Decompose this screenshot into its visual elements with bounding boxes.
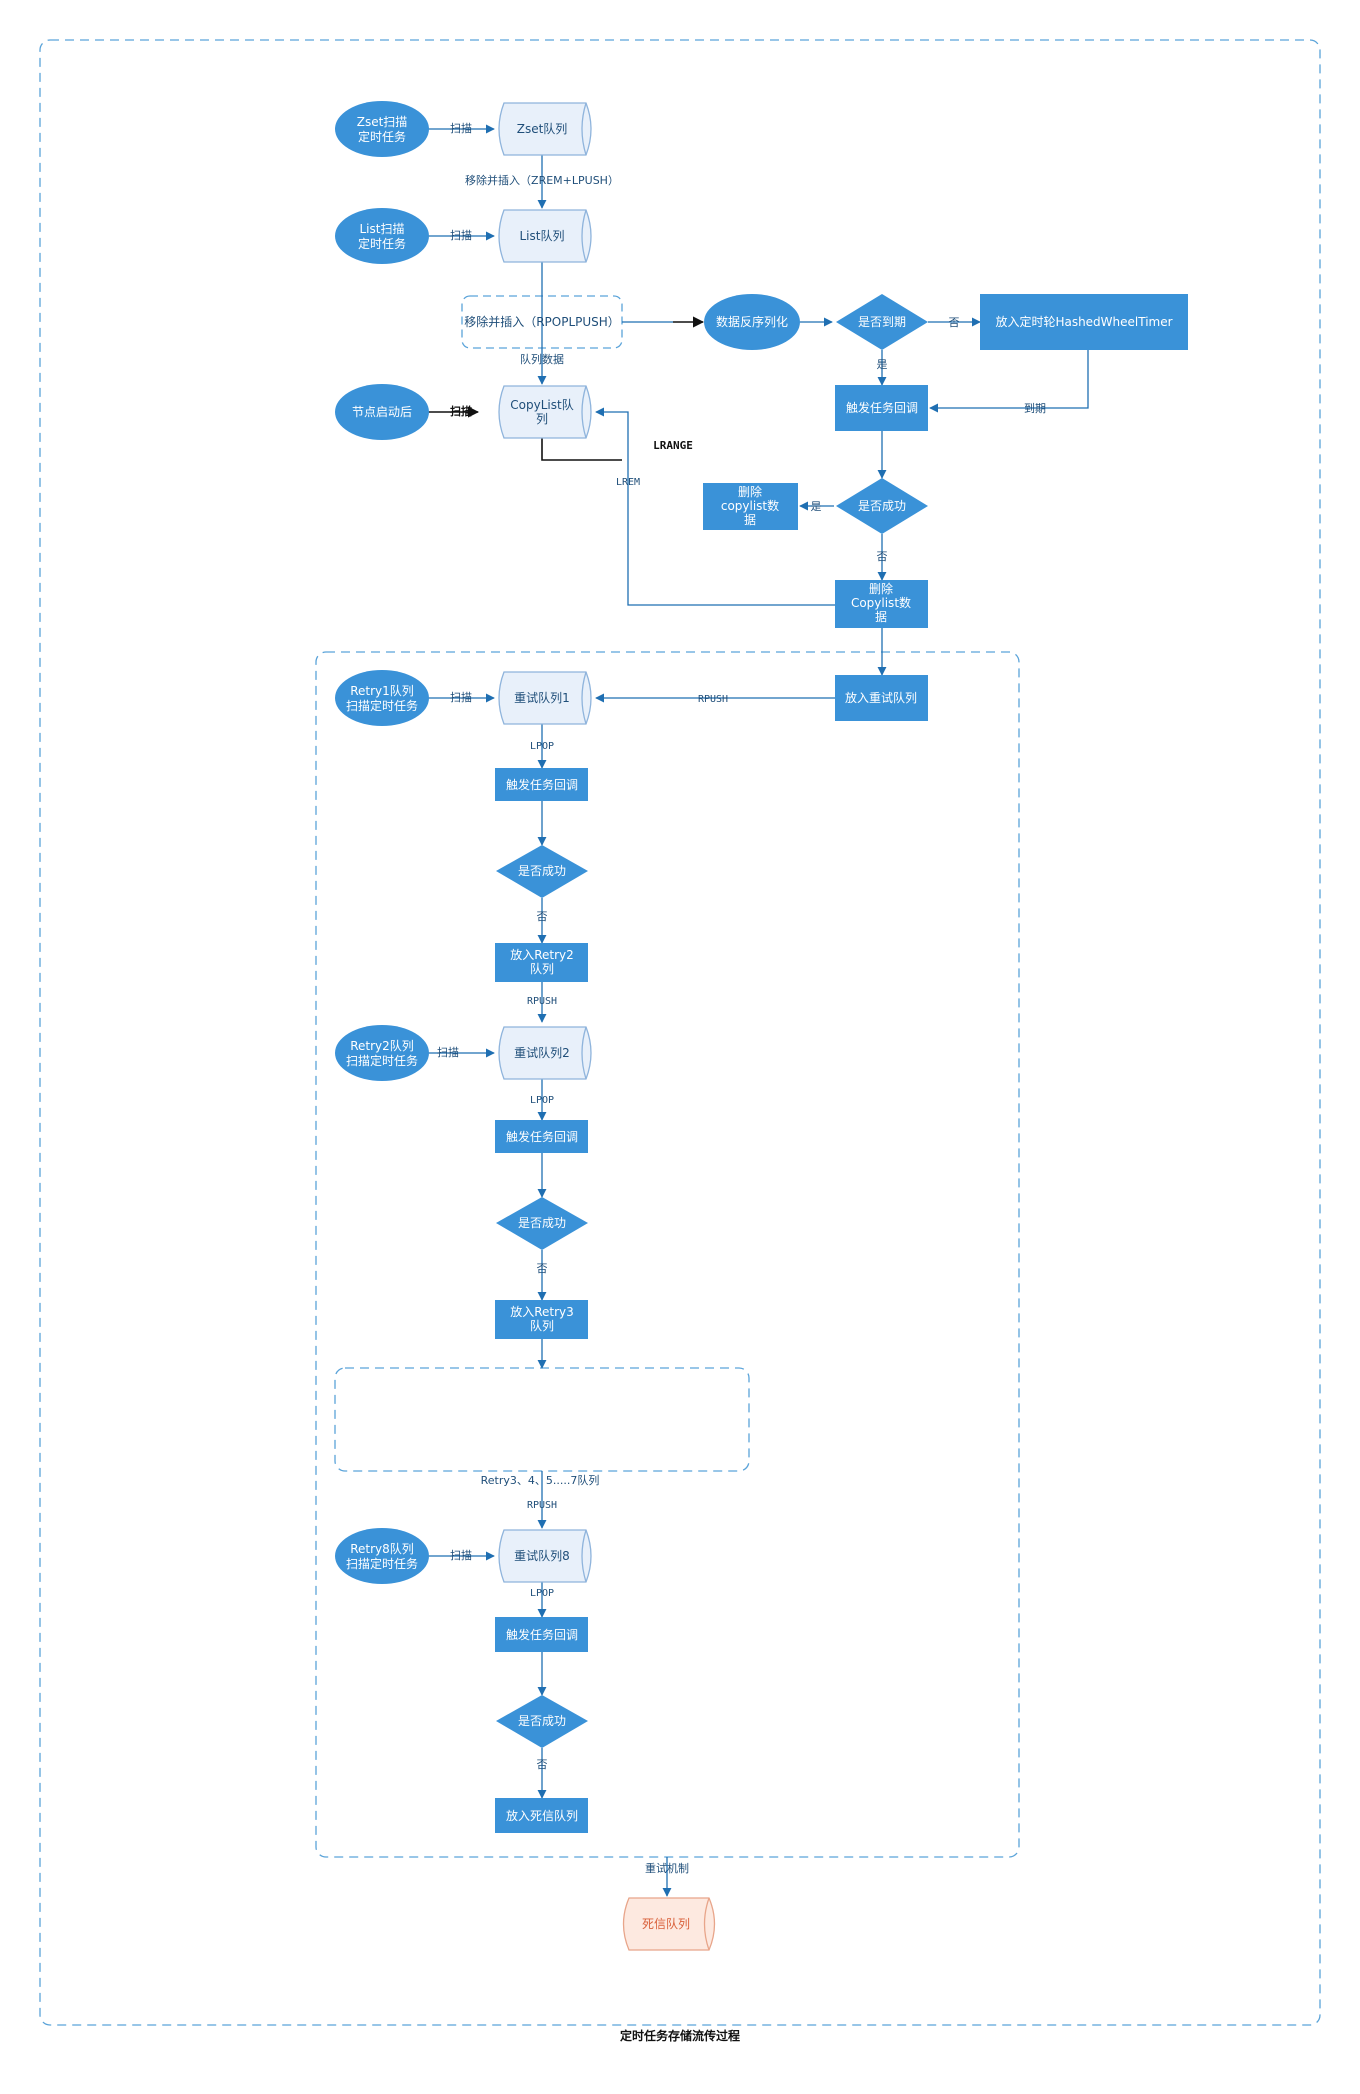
put-retry2-label-1: 放入Retry2: [510, 947, 574, 962]
retry2-scanner-node: [335, 1025, 429, 1081]
dead-queue-label: 死信队列: [642, 1916, 690, 1931]
retry-3-7-region: [334, 1367, 750, 1472]
edge-rpush-retry1: RPUSH: [698, 694, 728, 705]
delete-copylist-yes-box: [703, 483, 798, 530]
trigger-main-label: 触发任务回调: [846, 400, 918, 415]
put-retry3-label-1: 放入Retry3: [510, 1304, 574, 1319]
node-start: [335, 384, 429, 440]
diagram-title: 定时任务存储流传过程: [620, 2028, 740, 2043]
trigger-r2-label: 触发任务回调: [506, 1129, 578, 1144]
edge-yes-success: 是: [811, 500, 822, 513]
delete-yes-label-3: 据: [744, 513, 756, 527]
delete-no-label-2: Copylist数: [851, 595, 911, 610]
success-main-label: 是否成功: [858, 499, 906, 513]
is-due-label: 是否到期: [858, 315, 906, 329]
zset-scanner-node: [335, 101, 429, 157]
edge-scan-r8: 扫描: [450, 1548, 472, 1562]
edge-scan-r1: 扫描: [450, 690, 472, 704]
success-r8-label: 是否成功: [518, 1714, 566, 1728]
retry1-scanner-label-1: Retry1队列: [350, 683, 414, 698]
trigger-r8-box: [495, 1617, 588, 1652]
is-due-diamond: [836, 294, 928, 350]
zset-scanner-label-1: Zset扫描: [357, 115, 408, 129]
delete-yes-label-1: 删除: [738, 484, 762, 499]
edge-lpop-r1: LPOP: [530, 741, 554, 752]
success-r1-diamond: [496, 845, 588, 898]
edge-no-success: 否: [877, 550, 888, 563]
delete-copylist-no-box: [835, 580, 928, 628]
edge-lrem: LREM: [616, 477, 640, 488]
success-r1-label: 是否成功: [518, 864, 566, 878]
copylist-queue-label-1: CopyList队: [510, 397, 573, 412]
retry1-scanner-node: [335, 670, 429, 726]
retry2-scanner-label-2: 扫描定时任务: [346, 1053, 418, 1068]
edge-rpush-r8: RPUSH: [527, 1500, 557, 1511]
put-retry2-box: [495, 943, 588, 982]
put-retry-box: [835, 675, 928, 721]
edge-yes-due: 是: [877, 358, 888, 371]
edge-scan-zset: 扫描: [450, 121, 472, 135]
edge-due: 到期: [1024, 402, 1046, 415]
edge-scan-start: 扫描: [450, 404, 472, 418]
retry2-scanner-label-1: Retry2队列: [350, 1038, 414, 1053]
trigger-r1-label: 触发任务回调: [506, 777, 578, 792]
put-retry-label: 放入重试队列: [845, 690, 917, 705]
retry1-queue-label: 重试队列1: [514, 690, 570, 705]
put-retry3-label-2: 队列: [530, 1318, 554, 1333]
edge-lpop-r2: LPOP: [530, 1095, 554, 1106]
put-retry2-label-2: 队列: [530, 961, 554, 976]
edge-no-r2: 否: [537, 1262, 548, 1275]
node-start-label: 节点启动后: [352, 405, 412, 419]
delete-no-label-1: 删除: [869, 581, 893, 596]
edge-scan-list: 扫描: [450, 228, 472, 242]
put-dead-label: 放入死信队列: [506, 1808, 578, 1823]
edge-no-r8: 否: [537, 1758, 548, 1771]
retry8-scanner-node: [335, 1528, 429, 1584]
put-dead-box: [495, 1798, 588, 1833]
edge-no-r1: 否: [537, 910, 548, 923]
edge-queue-data: 队列数据: [520, 352, 564, 366]
zset-scanner-label-2: 定时任务: [358, 129, 406, 144]
retry-region: [315, 651, 1020, 1858]
trigger-r1-box: [495, 768, 588, 801]
edge-rpush-r2: RPUSH: [527, 996, 557, 1007]
success-r8-diamond: [496, 1695, 588, 1748]
put-retry3-box: [495, 1300, 588, 1339]
zset-queue-label: Zset队列: [517, 121, 568, 136]
edge-zrem-lpush: 移除并插入（ZREM+LPUSH）: [465, 173, 619, 187]
delete-yes-label-2: copylist数: [721, 498, 779, 513]
deserialize-node: [704, 294, 800, 350]
edge-no-due: 否: [949, 316, 960, 329]
success-main-diamond: [836, 478, 928, 534]
rpoplpush-label: 移除并插入（RPOPLPUSH）: [464, 314, 620, 329]
retry1-scanner-label-2: 扫描定时任务: [346, 698, 418, 713]
trigger-main-box: [835, 385, 928, 431]
copylist-queue-label-2: 列: [536, 412, 548, 426]
edge-lpop-r8: LPOP: [530, 1588, 554, 1599]
retry-region-label: 重试机制: [645, 1861, 689, 1875]
list-scanner-label-2: 定时任务: [358, 236, 406, 251]
list-scanner-label-1: List扫描: [360, 222, 405, 236]
retry-3-7-label: Retry3、4、5.....7队列: [481, 1473, 600, 1487]
delete-no-label-3: 据: [875, 610, 887, 624]
retry2-queue-label: 重试队列2: [514, 1045, 570, 1060]
hashed-timer-label: 放入定时轮HashedWheelTimer: [995, 314, 1172, 329]
retry8-queue-label: 重试队列8: [514, 1548, 570, 1563]
edge-lrange: LRANGE: [653, 439, 693, 452]
edge-scan-r2: 扫描: [437, 1045, 459, 1059]
success-r2-diamond: [496, 1197, 588, 1250]
list-queue-label: List队列: [520, 228, 565, 243]
trigger-r8-label: 触发任务回调: [506, 1627, 578, 1642]
retry8-scanner-label-1: Retry8队列: [350, 1541, 414, 1556]
retry8-scanner-label-2: 扫描定时任务: [346, 1556, 418, 1571]
outer-frame: [39, 39, 1321, 2026]
deserialize-label: 数据反序列化: [716, 314, 788, 329]
hashed-timer-box: [980, 294, 1188, 350]
list-scanner-node: [335, 208, 429, 264]
trigger-r2-box: [495, 1120, 588, 1153]
success-r2-label: 是否成功: [518, 1216, 566, 1230]
